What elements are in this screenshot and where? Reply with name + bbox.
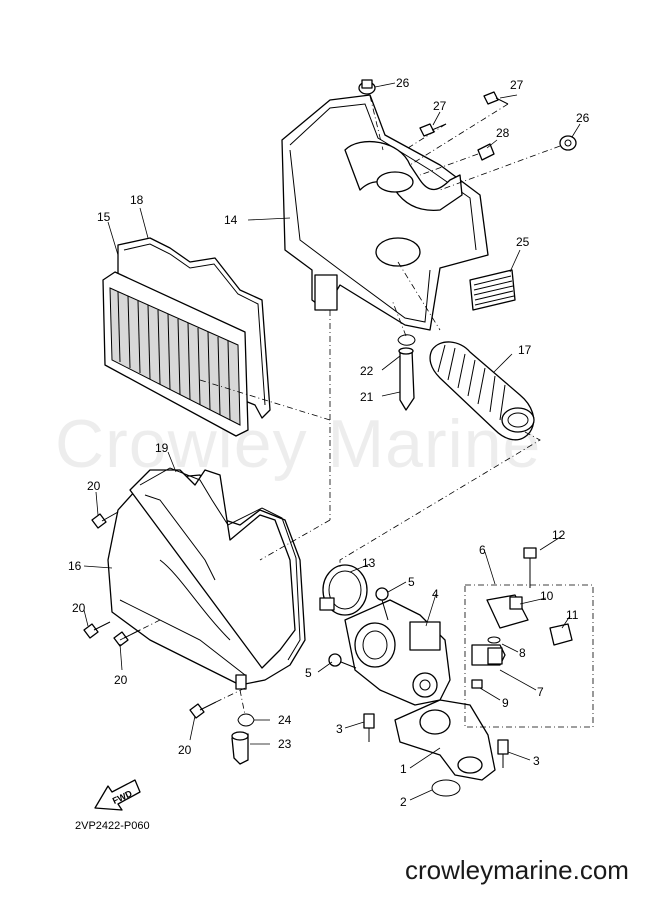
air-cleaner-case[interactable] bbox=[281, 94, 489, 331]
callout-26: 26 bbox=[576, 111, 590, 125]
watermark-text: Crowley Marine bbox=[55, 406, 542, 482]
callout-labels: 26 27 27 28 26 18 15 14 25 17 22 21 19 2… bbox=[68, 76, 590, 809]
callout-10: 10 bbox=[540, 589, 554, 603]
grommet-26b[interactable] bbox=[559, 135, 577, 151]
grommet-26a[interactable] bbox=[358, 79, 376, 95]
screw-20a[interactable] bbox=[91, 511, 119, 529]
footer-url[interactable]: crowleymarine.com bbox=[405, 855, 629, 885]
alignment-lines bbox=[119, 95, 561, 716]
callout-11: 11 bbox=[566, 608, 579, 622]
callout-7: 7 bbox=[537, 685, 544, 699]
callout-17: 17 bbox=[518, 343, 532, 357]
callout-9: 9 bbox=[502, 696, 509, 710]
hose-clamp[interactable] bbox=[319, 564, 368, 616]
injector-group-box bbox=[464, 584, 594, 728]
callout-5: 5 bbox=[408, 575, 415, 589]
callout-24: 24 bbox=[278, 713, 292, 727]
callout-1: 1 bbox=[400, 762, 407, 776]
callout-15: 15 bbox=[97, 210, 111, 224]
caution-label bbox=[469, 269, 516, 311]
intake-joint[interactable] bbox=[429, 341, 535, 441]
hose-clip[interactable] bbox=[397, 334, 416, 346]
callout-20: 20 bbox=[114, 673, 128, 687]
drain-plug-23[interactable] bbox=[231, 731, 249, 765]
callout-22: 22 bbox=[360, 364, 374, 378]
callout-25: 25 bbox=[516, 235, 530, 249]
callout-3: 3 bbox=[533, 754, 540, 768]
callout-20: 20 bbox=[87, 479, 101, 493]
bolt-27a[interactable] bbox=[483, 91, 509, 105]
callout-20: 20 bbox=[178, 743, 192, 757]
callout-26: 26 bbox=[396, 76, 410, 90]
callout-23: 23 bbox=[278, 737, 292, 751]
forward-arrow: FWD bbox=[94, 779, 141, 811]
callout-27: 27 bbox=[433, 99, 447, 113]
callout-5: 5 bbox=[305, 666, 312, 680]
air-filter-element[interactable] bbox=[102, 271, 249, 437]
air-cleaner-case-lower[interactable] bbox=[107, 469, 306, 690]
fuel-rail[interactable] bbox=[486, 594, 529, 629]
callout-6: 6 bbox=[479, 543, 486, 557]
callout-20: 20 bbox=[72, 601, 86, 615]
intake-manifold[interactable] bbox=[394, 699, 496, 781]
injector-connector[interactable] bbox=[549, 623, 573, 646]
callout-28: 28 bbox=[496, 126, 510, 140]
diagram-code: 2VP2422-P060 bbox=[75, 820, 150, 832]
callout-18: 18 bbox=[130, 193, 144, 207]
clip-28[interactable] bbox=[477, 143, 495, 161]
callout-12: 12 bbox=[552, 528, 566, 542]
bolt-3a[interactable] bbox=[363, 713, 375, 742]
callout-21: 21 bbox=[360, 390, 374, 404]
callout-27: 27 bbox=[510, 78, 524, 92]
bolt-12[interactable] bbox=[523, 547, 537, 588]
injector-seal-lower[interactable] bbox=[471, 679, 483, 689]
clip-24[interactable] bbox=[237, 713, 255, 727]
bolt-27b[interactable] bbox=[419, 123, 447, 137]
injector-seal-upper[interactable] bbox=[487, 636, 501, 644]
o-ring[interactable] bbox=[431, 779, 461, 797]
callout-2: 2 bbox=[400, 795, 407, 809]
callout-3: 3 bbox=[336, 722, 343, 736]
case-gasket[interactable] bbox=[139, 467, 301, 661]
callout-14: 14 bbox=[224, 213, 238, 227]
bolt-5b[interactable] bbox=[328, 653, 357, 669]
callout-16: 16 bbox=[68, 559, 82, 573]
screw-20c[interactable] bbox=[113, 629, 141, 647]
callout-8: 8 bbox=[519, 646, 526, 660]
screw-20b[interactable] bbox=[83, 621, 111, 639]
callout-19: 19 bbox=[155, 441, 169, 455]
bolt-5a[interactable] bbox=[375, 587, 389, 621]
bolt-3b[interactable] bbox=[497, 739, 509, 768]
callout-13: 13 bbox=[362, 556, 376, 570]
fuel-injector[interactable] bbox=[471, 644, 506, 666]
screw-20d[interactable] bbox=[189, 701, 217, 719]
callout-4: 4 bbox=[432, 587, 439, 601]
leader-lines bbox=[83, 82, 581, 801]
throttle-body[interactable] bbox=[344, 599, 451, 706]
drain-hose[interactable] bbox=[398, 347, 415, 411]
